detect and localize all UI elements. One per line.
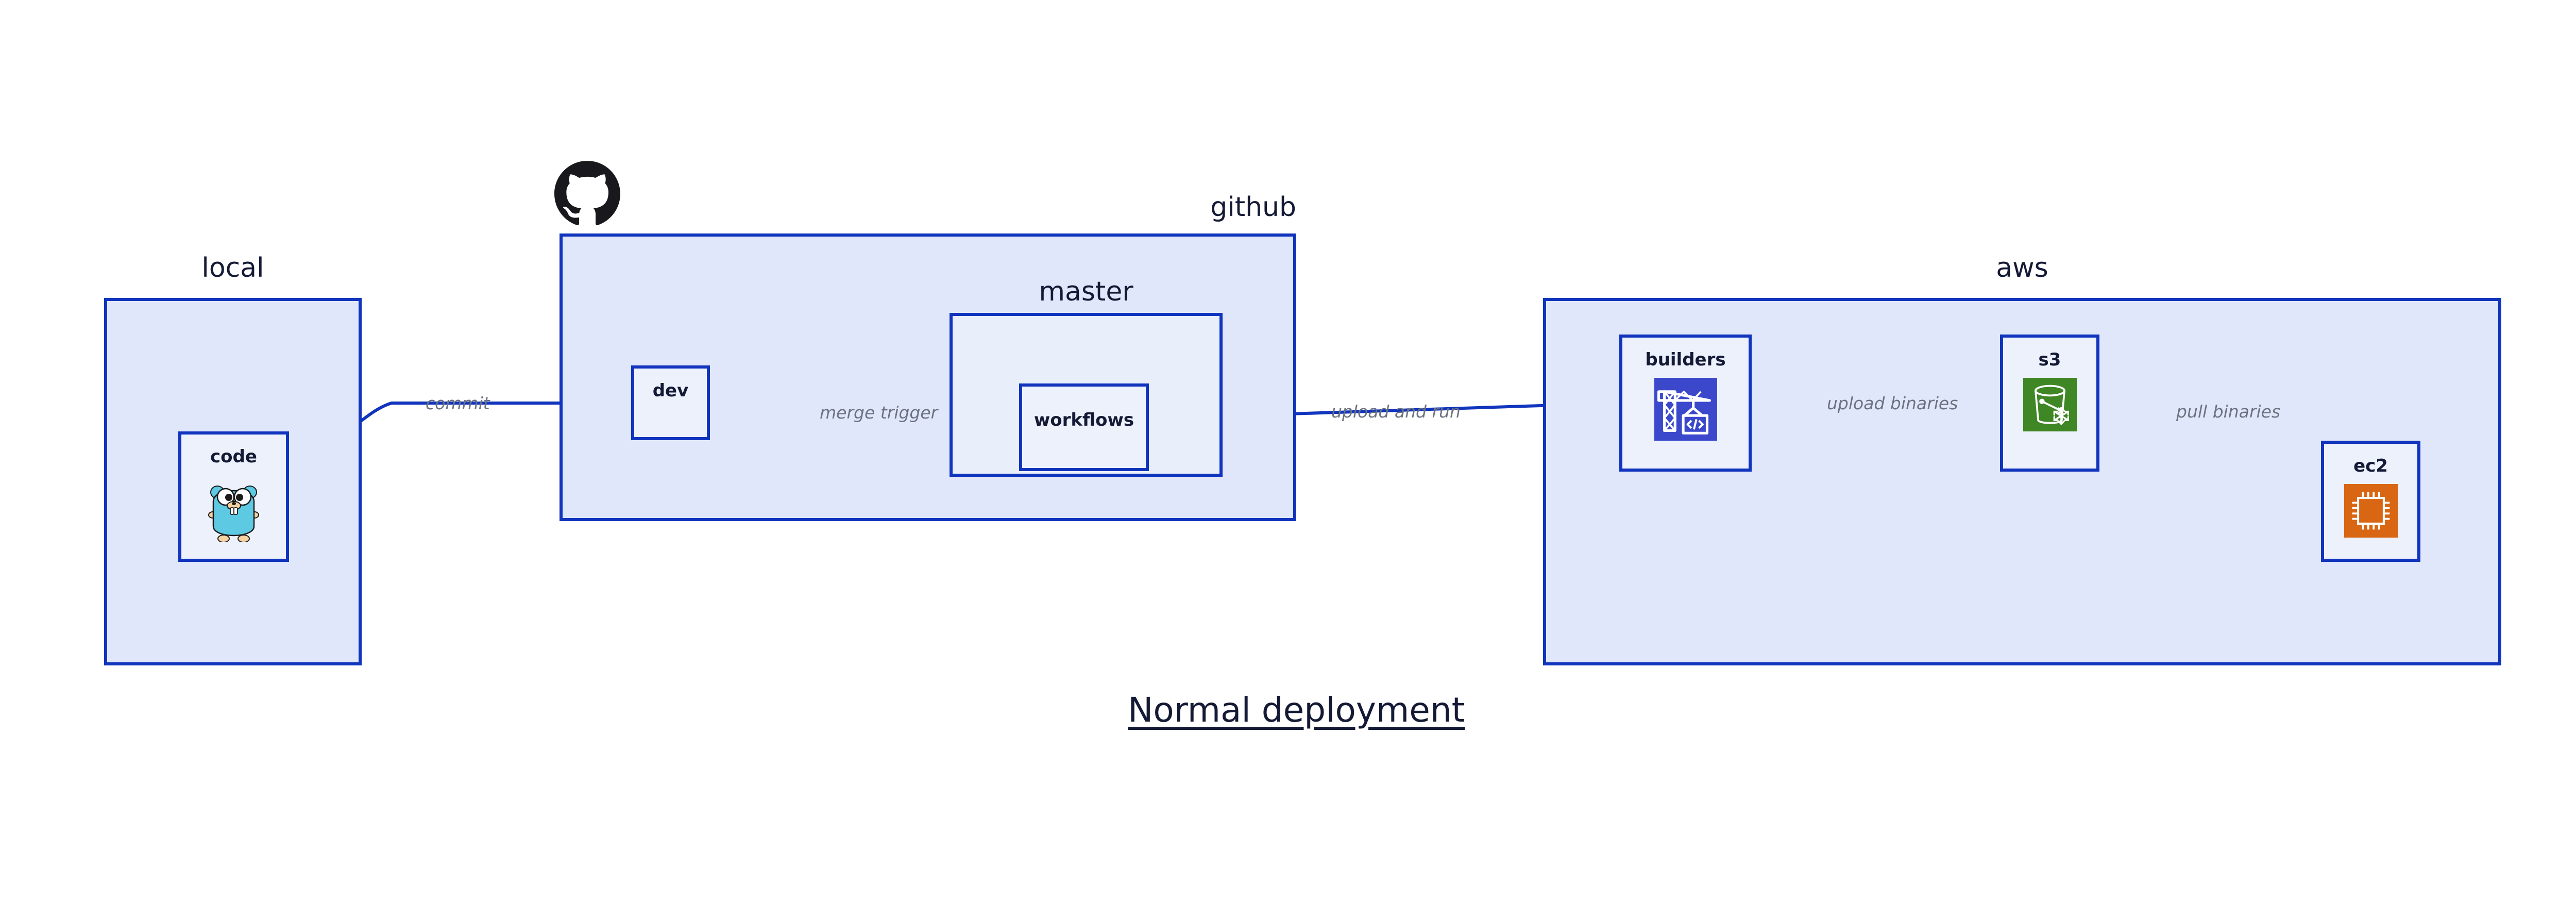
edge-label-pull-binaries: pull binaries: [2176, 402, 2281, 422]
aws-ec2-icon: [2344, 484, 2398, 538]
node-dev[interactable]: dev: [631, 365, 710, 440]
github-octocat-logo: [554, 161, 620, 227]
node-code[interactable]: code: [178, 431, 289, 562]
node-label-dev: dev: [652, 380, 689, 401]
node-workflows[interactable]: workflows: [1019, 383, 1149, 471]
node-ec2[interactable]: ec2: [2321, 441, 2420, 562]
node-label-builders: builders: [1645, 349, 1726, 370]
edge-label-commit: commit: [426, 393, 490, 413]
group-label-master: master: [1039, 276, 1133, 307]
go-gopher-icon: [207, 475, 261, 543]
edge-label-upload-binaries: upload binaries: [1827, 393, 1958, 413]
group-label-local: local: [201, 253, 264, 283]
edge-label-merge-trigger: merge trigger: [820, 403, 938, 423]
node-builders[interactable]: builders: [1619, 335, 1752, 472]
edge-label-upload-and-run: upload and run: [1331, 402, 1461, 422]
aws-codebuild-icon: [1654, 378, 1717, 441]
diagram-title: Normal deployment: [1128, 690, 1465, 730]
node-label-code: code: [210, 446, 257, 467]
node-label-workflows: workflows: [1033, 410, 1134, 430]
group-label-github: github: [1210, 192, 1296, 223]
aws-s3-glacier-icon: [2023, 378, 2077, 431]
group-label-aws: aws: [1996, 253, 2048, 283]
node-s3[interactable]: s3: [2000, 335, 2099, 472]
node-label-s3: s3: [2038, 349, 2061, 370]
node-label-ec2: ec2: [2353, 456, 2388, 476]
